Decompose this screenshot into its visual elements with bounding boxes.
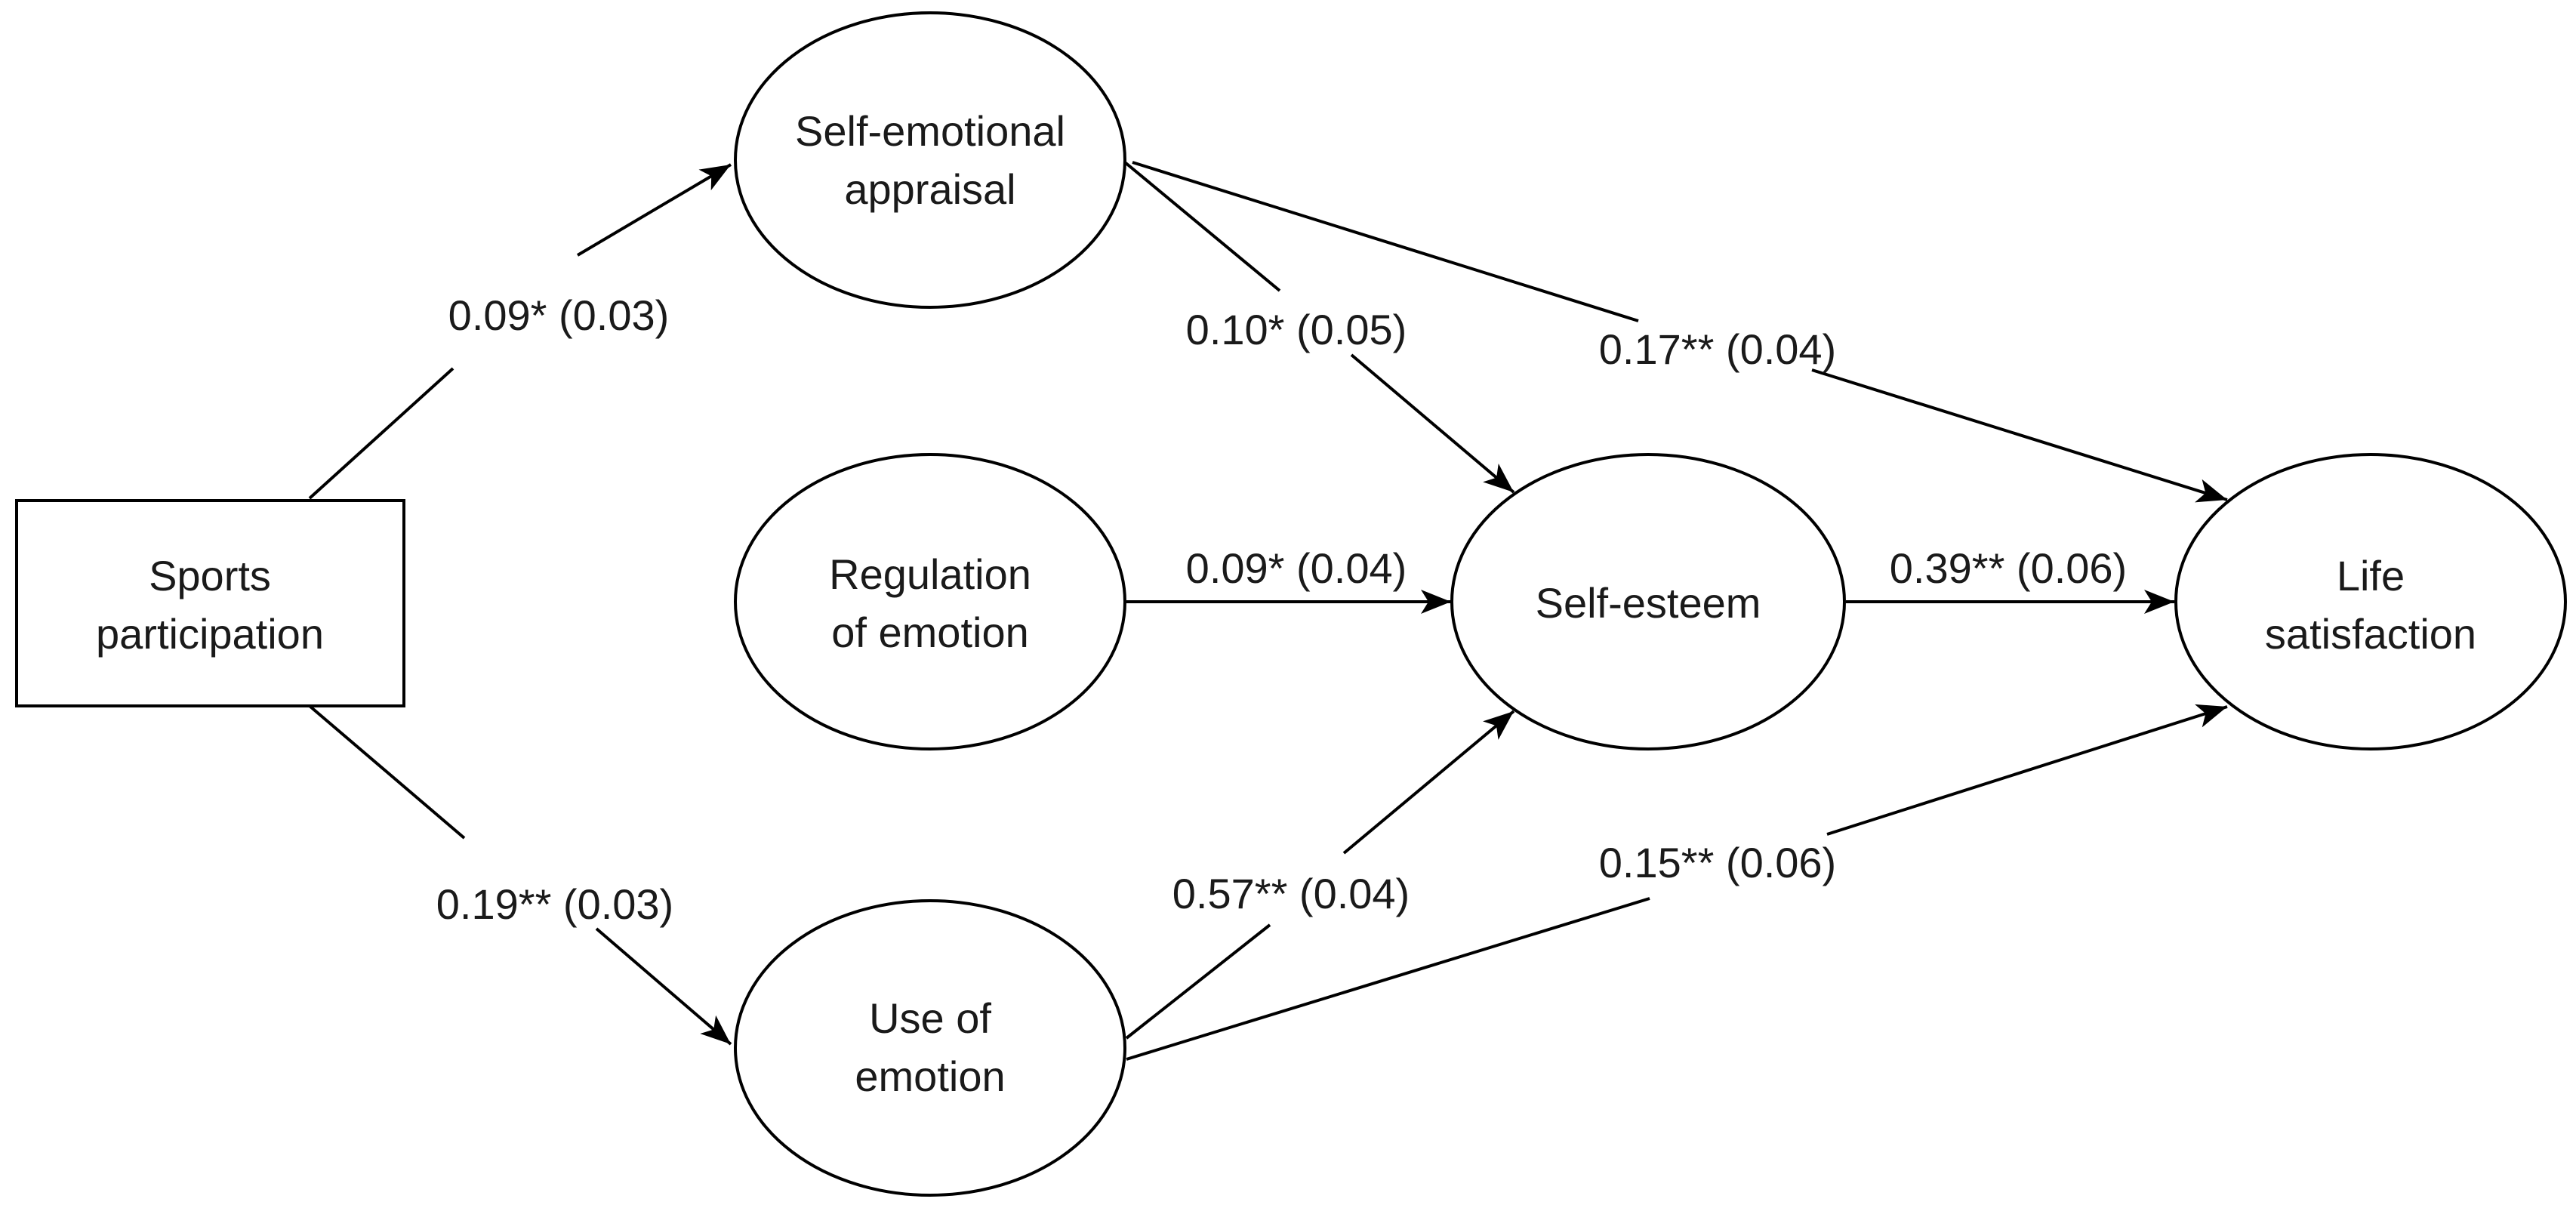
use-of-emotion-label-line1: Use of bbox=[869, 994, 991, 1042]
node-use-of-emotion: Use of emotion bbox=[734, 899, 1126, 1197]
edge-use-to-esteem-b bbox=[1342, 710, 1515, 855]
coef-appraisal-to-esteem: 0.10* (0.05) bbox=[1186, 306, 1407, 353]
node-self-emotional-appraisal: Self-emotional appraisal bbox=[734, 11, 1126, 309]
coef-use-to-life: 0.15** (0.06) bbox=[1599, 839, 1836, 886]
regulation-of-emotion-label-line2: of emotion bbox=[831, 609, 1029, 656]
coef-appraisal-to-life: 0.17** (0.04) bbox=[1599, 325, 1836, 373]
edges bbox=[308, 161, 2228, 1061]
sports-participation-box bbox=[15, 499, 405, 707]
edge-appraisal-to-life-b bbox=[1811, 368, 2228, 503]
edge-appraisal-to-esteem-b bbox=[1350, 353, 1515, 494]
coef-use-to-esteem: 0.57** (0.04) bbox=[1172, 870, 1410, 917]
sports-participation-label-line2: participation bbox=[96, 610, 324, 658]
self-emotional-appraisal-ellipse bbox=[734, 11, 1126, 309]
self-emotional-appraisal-label-line2: appraisal bbox=[844, 165, 1015, 213]
coef-esteem-to-life: 0.39** (0.06) bbox=[1890, 544, 2127, 592]
edge-sports-to-appraisal-b bbox=[576, 163, 732, 257]
life-satisfaction-ellipse bbox=[2174, 453, 2567, 750]
node-regulation-of-emotion: Regulation of emotion bbox=[734, 453, 1126, 750]
self-esteem-ellipse bbox=[1450, 453, 1846, 750]
edge-appraisal-to-life-a bbox=[1132, 161, 1639, 322]
path-labels: 0.09* (0.03) 0.19** (0.03) 0.10* (0.05) … bbox=[436, 291, 2127, 928]
regulation-of-emotion-label-line1: Regulation bbox=[829, 550, 1031, 598]
node-life-satisfaction: Life satisfaction bbox=[2174, 453, 2567, 750]
edge-sports-to-use-b bbox=[595, 927, 732, 1046]
sports-participation-label-line1: Sports bbox=[149, 552, 271, 599]
use-of-emotion-label-line2: emotion bbox=[855, 1052, 1005, 1100]
life-satisfaction-label-line2: satisfaction bbox=[2265, 610, 2476, 658]
coef-sports-to-appraisal: 0.09* (0.03) bbox=[448, 291, 670, 339]
node-self-esteem: Self-esteem bbox=[1450, 453, 1846, 750]
self-emotional-appraisal-label-line1: Self-emotional bbox=[795, 107, 1065, 155]
coef-sports-to-use: 0.19** (0.03) bbox=[436, 880, 673, 928]
use-of-emotion-ellipse bbox=[734, 899, 1126, 1197]
node-sports-participation: Sports participation bbox=[15, 499, 405, 707]
coef-regulation-to-esteem: 0.09* (0.04) bbox=[1186, 544, 1407, 592]
edge-use-to-esteem-a bbox=[1125, 923, 1271, 1040]
regulation-of-emotion-ellipse bbox=[734, 453, 1126, 750]
edge-appraisal-to-esteem-a bbox=[1123, 161, 1281, 292]
life-satisfaction-label-line1: Life bbox=[2337, 552, 2405, 599]
edge-use-to-life-a bbox=[1126, 897, 1650, 1061]
self-esteem-label: Self-esteem bbox=[1536, 579, 1761, 627]
edge-sports-to-appraisal-a bbox=[308, 367, 454, 500]
edge-sports-to-use-a bbox=[308, 704, 466, 840]
edge-use-to-life-b bbox=[1826, 704, 2228, 836]
